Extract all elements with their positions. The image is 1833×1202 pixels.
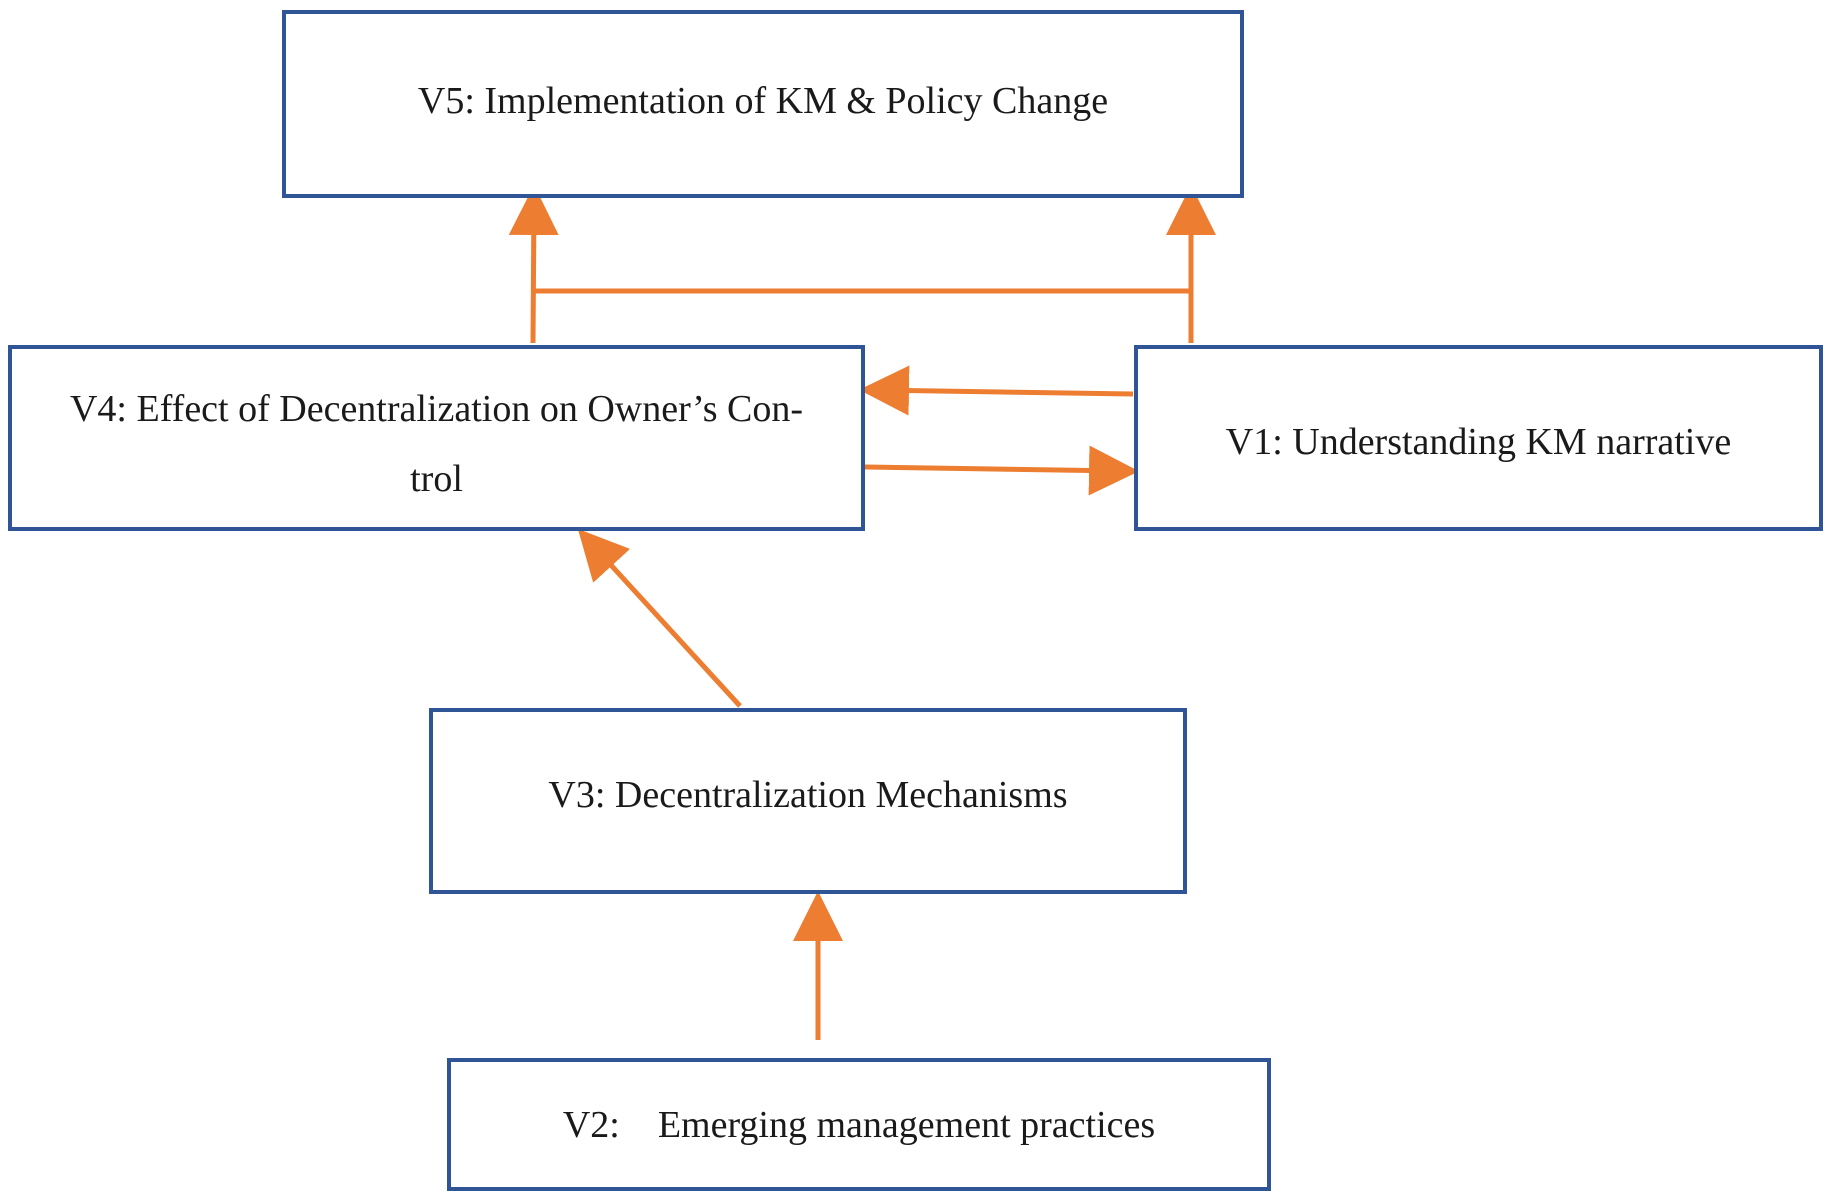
node-v3-box: V3: Decentralization Mechanisms [429, 708, 1187, 894]
arrow-v3-to-v4 [577, 528, 742, 708]
arrow-v1-to-v4 [859, 365, 1134, 416]
node-v4-box: V4: Effect of Decentralization on Owner’… [8, 345, 865, 531]
node-v5-box: V5: Implementation of KM & Policy Change [282, 10, 1244, 198]
node-v5-label: V5: Implementation of KM & Policy Change [417, 80, 1109, 122]
node-v2-box: V2: Emerging management practices [447, 1058, 1271, 1191]
node-v1-box: V1: Understanding KM narrative [1134, 345, 1823, 531]
arrow-v4-to-v1 [864, 445, 1139, 496]
node-v4-label: V4: Effect of Decentralization on Owner’… [69, 388, 804, 500]
node-v2-label: V2: Emerging management practices [562, 1104, 1156, 1146]
arrow-v4-to-v5 [508, 185, 559, 344]
node-v1-label: V1: Understanding KM narrative [1225, 421, 1732, 463]
node-v3-label: V3: Decentralization Mechanisms [548, 774, 1068, 816]
